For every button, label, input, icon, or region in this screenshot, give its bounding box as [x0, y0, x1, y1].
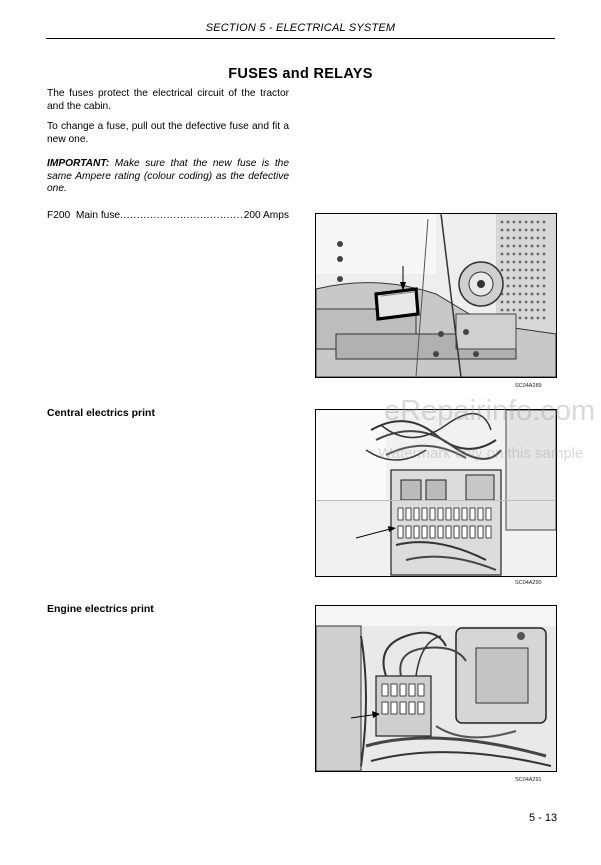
- subheading-central-electrics: Central electrics print: [47, 407, 155, 419]
- paragraph-important: IMPORTANT: Make sure that the new fuse i…: [47, 158, 289, 196]
- paragraph-change-fuse: To change a fuse, pull out the defective…: [47, 121, 289, 145]
- important-text: Make sure that the new fuse is the same …: [47, 158, 289, 195]
- fuse-spec-line: F200 Main fuse..........................…: [47, 210, 289, 221]
- figure-main-fuse: [315, 213, 557, 378]
- fuse-leader-dots: ........................................…: [120, 210, 244, 221]
- fuse-rating: 200 Amps: [243, 210, 289, 221]
- subheading-engine-electrics: Engine electrics print: [47, 603, 154, 615]
- header-rule: [46, 38, 555, 39]
- figure-code-1: SC04A289: [515, 383, 542, 389]
- page-header: SECTION 5 - ELECTRICAL SYSTEM: [0, 0, 601, 39]
- main-fuse-photo: [316, 214, 556, 377]
- figure-code-3: SC04A291: [515, 777, 542, 783]
- figure-code-2: SC04A290: [515, 580, 542, 586]
- figure-engine-electrics: [315, 605, 557, 772]
- figure-central-electrics: [315, 409, 557, 577]
- fuse-name: Main fuse: [75, 210, 121, 221]
- central-electrics-photo: [316, 410, 556, 576]
- fuse-code: F200: [47, 210, 71, 221]
- paragraph-fuses-protect: The fuses protect the electrical circuit…: [47, 88, 289, 112]
- page-number: 5 - 13: [529, 812, 558, 824]
- section-title: SECTION 5 - ELECTRICAL SYSTEM: [205, 22, 396, 34]
- important-label: IMPORTANT:: [47, 158, 110, 169]
- page-title: FUSES and RELAYS: [228, 66, 373, 82]
- engine-electrics-photo: [316, 606, 556, 771]
